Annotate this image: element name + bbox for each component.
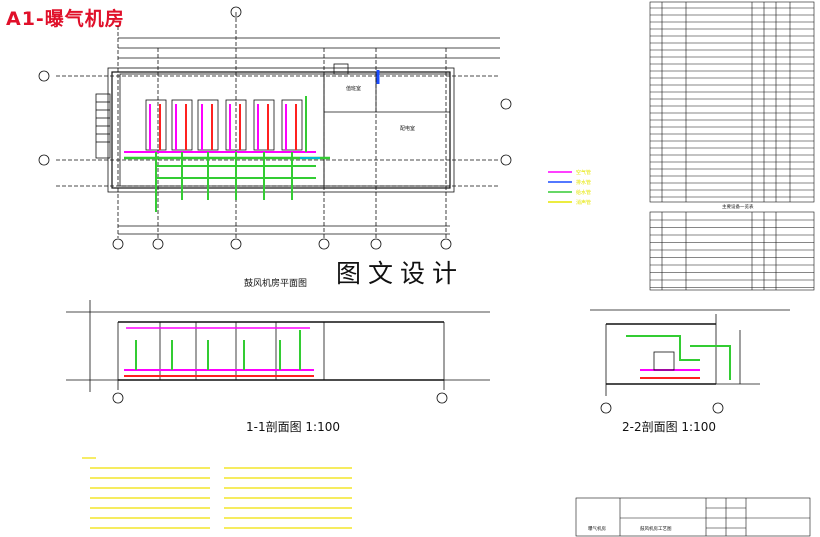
title-block bbox=[575, 497, 811, 537]
room-label-duty: 值班室 bbox=[346, 85, 361, 92]
watermark-text: 图文设计 bbox=[336, 259, 465, 288]
section-2-caption: 2-2剖面图 1:100 bbox=[622, 420, 716, 434]
legend-item: 消声管 bbox=[576, 199, 591, 206]
plan-pipes bbox=[124, 70, 380, 212]
drawing-title: A1-曝气机房 bbox=[6, 8, 125, 30]
equipment-table bbox=[649, 211, 815, 291]
section-2-view bbox=[590, 309, 790, 414]
section-1-pipes bbox=[124, 327, 314, 377]
plan-view-caption: 鼓风机房平面图 bbox=[244, 279, 308, 289]
room-label-power: 配电室 bbox=[400, 125, 415, 132]
section-1-caption: 1-1剖面图 1:100 bbox=[246, 420, 340, 434]
legend-item: 排水管 bbox=[576, 179, 591, 186]
plan-legend: 空气管 排水管 给水管 消声管 bbox=[548, 169, 591, 206]
design-notes bbox=[82, 457, 352, 529]
plan-view bbox=[38, 6, 512, 250]
section-1-view bbox=[66, 300, 490, 404]
section-2-pipes bbox=[626, 335, 731, 380]
material-table bbox=[649, 1, 815, 203]
equipment-table-title: 主要设备一览表 bbox=[722, 203, 754, 210]
title-block-cell: 曝气机房 bbox=[588, 525, 606, 532]
title-block-cell: 鼓风机房工艺图 bbox=[640, 525, 672, 532]
legend-item: 给水管 bbox=[576, 189, 591, 196]
legend-item: 空气管 bbox=[576, 169, 591, 176]
